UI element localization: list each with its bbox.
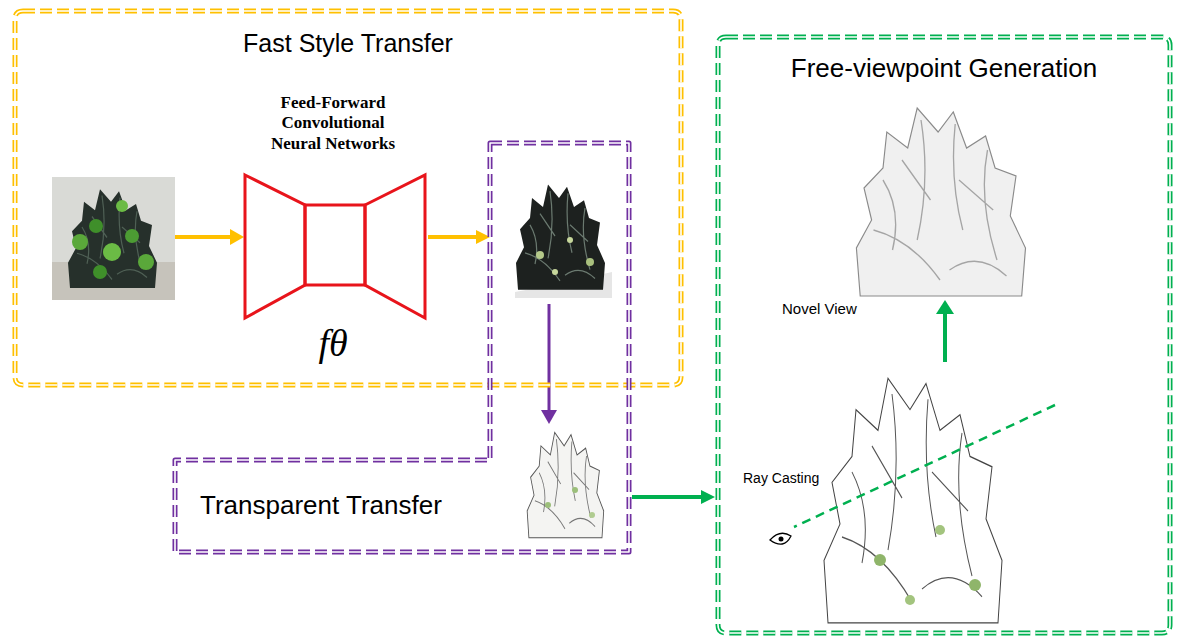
arrow-line <box>943 314 947 362</box>
text-slot: Transparent Transfer <box>200 490 490 521</box>
foliage <box>89 219 103 233</box>
rock-shape <box>527 432 604 537</box>
foliage <box>116 200 128 212</box>
rock-shape <box>516 184 605 289</box>
text-slot: Free-viewpoint Generation <box>715 53 1173 84</box>
rock-detail <box>77 196 147 280</box>
stage-region: Transparent Transfer <box>172 140 632 555</box>
text-slot: Novel View <box>782 300 872 318</box>
eye-outline <box>770 533 791 544</box>
foliage <box>125 229 139 243</box>
ray-line <box>794 405 1055 527</box>
foliage <box>545 502 551 508</box>
arrow-line <box>175 235 230 239</box>
foliage <box>874 554 886 566</box>
foliage <box>138 254 154 270</box>
dashed-border-inner <box>718 37 1170 633</box>
stage-title: Fast Style Transfer <box>243 28 453 58</box>
ray-label: Ray Casting <box>743 470 819 486</box>
eye-symbol <box>770 533 791 544</box>
stage-region: Free-viewpoint Generation <box>715 34 1173 636</box>
arrow-line <box>548 304 551 410</box>
image-background <box>505 175 615 300</box>
text-slot: Ray Casting <box>743 469 833 487</box>
view-label: Novel View <box>782 300 857 317</box>
foliage <box>905 595 915 605</box>
input-photo <box>52 177 175 300</box>
photo-background <box>52 177 175 300</box>
network-caption: Feed-Forward Convolutional Neural Networ… <box>258 93 408 154</box>
node-outline <box>12 8 684 388</box>
foliage <box>103 243 121 261</box>
network-block: Feed-Forward Convolutional Neural Networ… <box>238 93 428 383</box>
rock-detail <box>525 191 595 281</box>
foliage <box>969 579 981 591</box>
novel-view-image <box>856 108 1025 296</box>
text-slot: Feed-Forward Convolutional Neural Networ… <box>238 93 428 154</box>
foliage <box>536 251 544 259</box>
node-outline <box>715 34 1173 636</box>
network-shape <box>305 205 365 285</box>
dashed-border <box>15 11 681 385</box>
dashed-border-inner <box>15 11 681 385</box>
stage-title: Transparent Transfer <box>200 490 442 521</box>
rock-shape <box>68 189 157 288</box>
eye-pupil <box>779 537 784 542</box>
function-symbol: fθ <box>318 321 347 367</box>
network-shape <box>365 175 425 318</box>
network-shape <box>245 175 305 318</box>
foliage <box>586 258 594 266</box>
dashed-border <box>718 37 1170 633</box>
rock-detail <box>874 120 1007 280</box>
stylized-image <box>505 175 615 300</box>
flow-arrow <box>428 235 476 239</box>
foliage <box>572 487 578 493</box>
foliage <box>72 234 88 250</box>
rock-shape <box>856 108 1025 296</box>
stage-title: Free-viewpoint Generation <box>791 53 1097 84</box>
rock-detail <box>842 394 982 602</box>
foliage <box>552 269 558 275</box>
arrow-head <box>230 229 244 245</box>
arrow-head <box>541 410 557 424</box>
foliage <box>589 512 595 518</box>
rock-detail <box>535 439 595 529</box>
foliage <box>93 265 107 279</box>
dashed-border <box>175 143 629 552</box>
flow-arrow <box>632 495 701 499</box>
stage-region: Fast Style TransferFeed-Forward Convolut… <box>12 8 684 388</box>
transparent-image <box>527 432 604 537</box>
text-slot: Fast Style Transfer <box>148 28 548 58</box>
foliage <box>567 237 573 243</box>
dashed-border-inner <box>175 143 629 552</box>
arrow-head <box>936 300 954 314</box>
text-slot: fθ <box>238 321 428 367</box>
foliage <box>935 525 945 535</box>
